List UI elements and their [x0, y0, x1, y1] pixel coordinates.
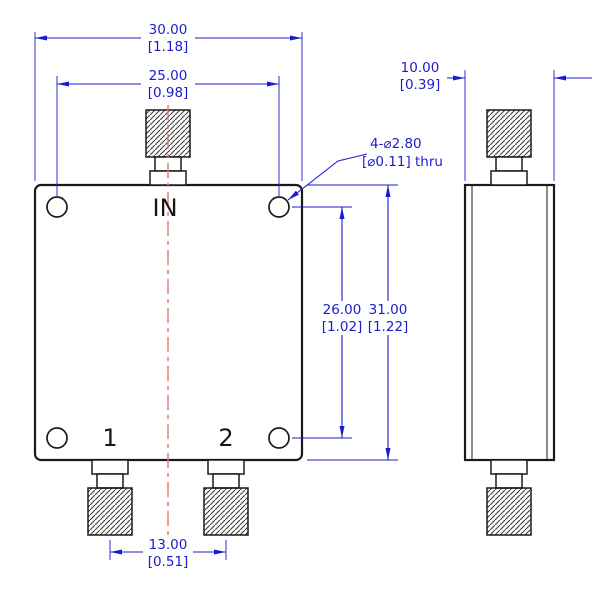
side-top-threads: [486, 109, 532, 158]
sma-connector-side-bottom: [486, 459, 532, 536]
dim-text-mask: [143, 537, 193, 570]
dim-overall-height-mm: 31.00: [369, 302, 408, 318]
dim-hole-spacing-horizontal: 25.00 [0.98]: [56, 68, 280, 196]
dim-hole-spacing-v-inch: [1.02]: [322, 319, 363, 335]
side-bottom-threads: [486, 487, 532, 536]
dim-text-mask: [141, 68, 195, 101]
connector-1-threads: [87, 487, 133, 536]
hole-bottom-left: [46, 427, 68, 449]
hole-note: 4-⌀2.80 [⌀0.11] thru: [287, 136, 443, 201]
hole-note-line2: [⌀0.11] thru: [362, 154, 443, 170]
sma-connector-side-top: [486, 109, 532, 186]
dim-hole-spacing-h-mm: 25.00: [149, 68, 188, 84]
sma-connector-port2: [203, 459, 249, 536]
dim-text-mask: [319, 301, 365, 335]
dim-overall-width-inch: [1.18]: [148, 39, 189, 55]
side-top-flange: [490, 170, 528, 186]
hole-note-line1: 4-⌀2.80: [370, 136, 422, 152]
dim-overall-width: 30.00 [1.18]: [34, 22, 303, 181]
hole-top-right: [268, 196, 290, 218]
dim-overall-height: 31.00 [1.22]: [307, 184, 411, 461]
mounting-holes: [46, 196, 290, 449]
side-body: [463, 183, 556, 462]
dim-overall-height-inch: [1.22]: [368, 319, 409, 335]
dim-hole-spacing-h-inch: [0.98]: [148, 85, 189, 101]
hole-top-left: [46, 196, 68, 218]
dim-hole-spacing-vertical: 26.00 [1.02]: [292, 206, 365, 439]
dim-text-mask: [365, 301, 411, 335]
port-in-label: IN: [152, 194, 177, 222]
connector-2-neck: [212, 473, 240, 489]
side-top-neck: [495, 156, 523, 172]
connector-2-threads: [203, 487, 249, 536]
connector-1-flange: [91, 459, 129, 475]
side-bottom-neck: [495, 473, 523, 489]
dim-port-spacing-mm: 13.00: [149, 537, 188, 553]
dim-port-spacing: 13.00 [0.51]: [109, 537, 227, 570]
dim-text-mask: [393, 60, 447, 93]
dim-side-thickness-inch: [0.39]: [400, 77, 441, 93]
dim-port-spacing-inch: [0.51]: [148, 554, 189, 570]
port-2-label: 2: [218, 424, 233, 452]
dim-side-thickness: 10.00 [0.39]: [393, 60, 592, 181]
hole-note-leader: [287, 153, 368, 201]
side-bottom-flange: [490, 459, 528, 475]
connector-2-flange: [207, 459, 245, 475]
dim-hole-spacing-v-mm: 26.00: [323, 302, 362, 318]
dim-text-mask: [141, 22, 195, 55]
side-view: [463, 109, 556, 536]
sma-connector-port1: [87, 459, 133, 536]
hole-bottom-right: [268, 427, 290, 449]
dim-overall-width-mm: 30.00: [149, 22, 188, 38]
dim-side-thickness-mm: 10.00: [401, 60, 440, 76]
front-view: IN 1 2: [33, 105, 304, 543]
port-1-label: 1: [102, 424, 117, 452]
connector-1-neck: [96, 473, 124, 489]
